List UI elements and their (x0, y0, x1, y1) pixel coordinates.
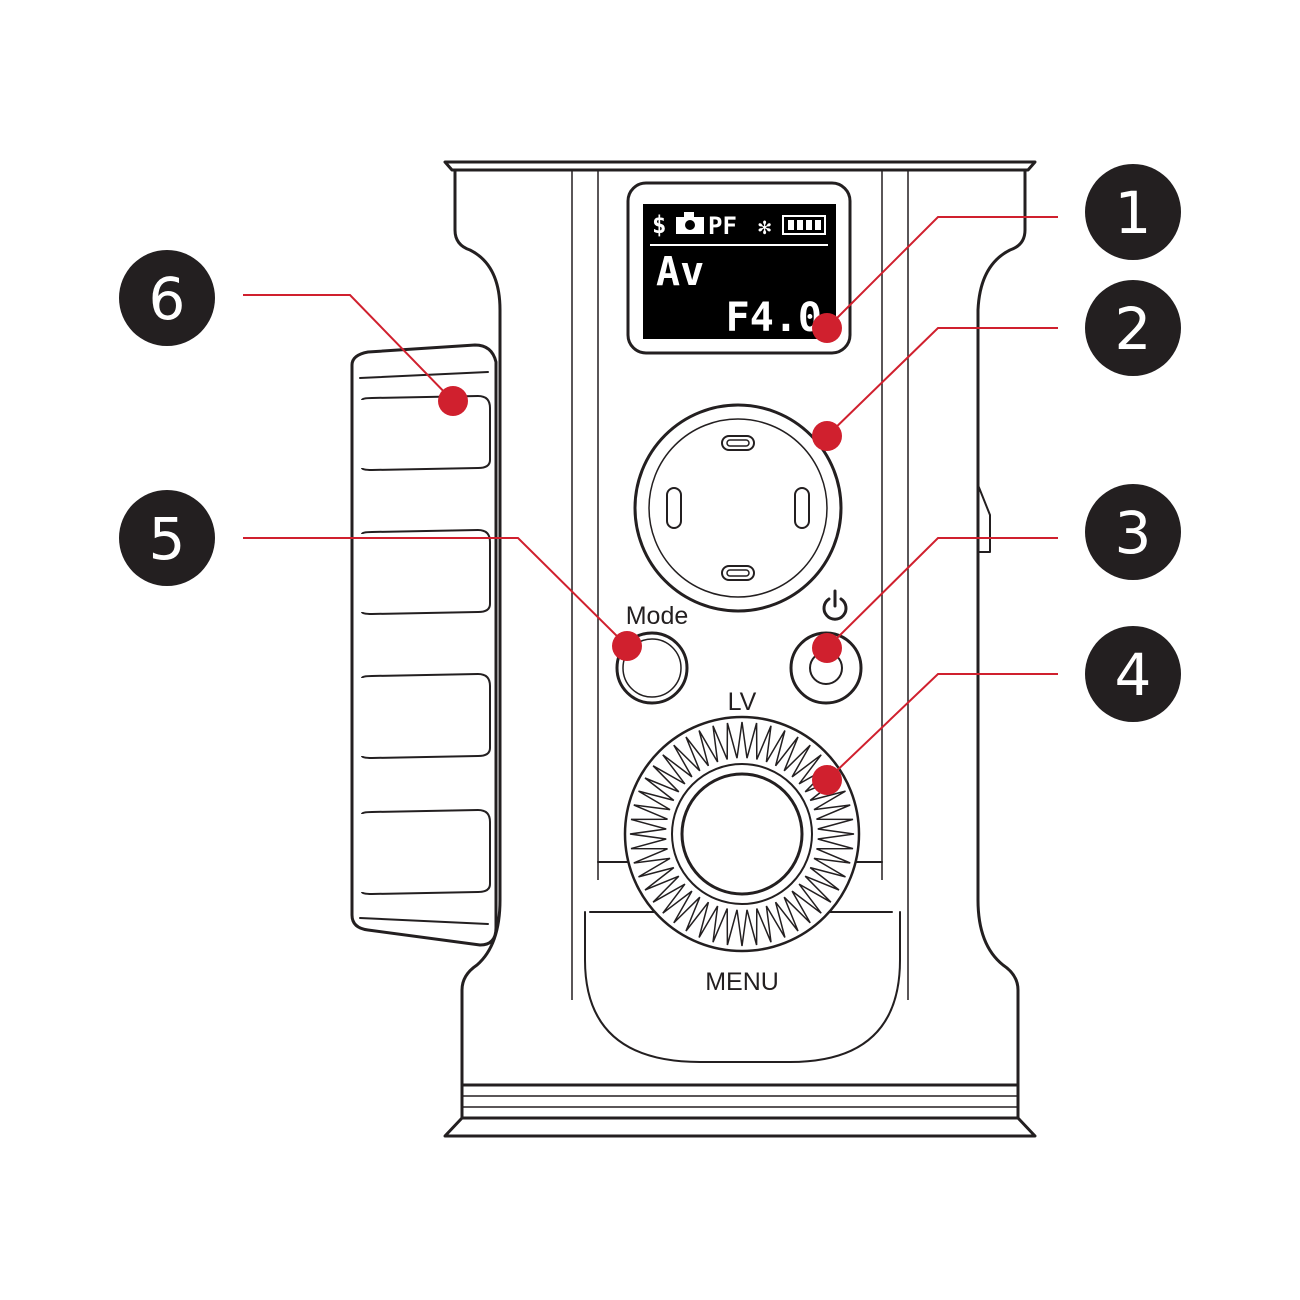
callout-dot-5 (612, 631, 642, 661)
pad-up-key[interactable] (721, 435, 755, 451)
leader-line-6 (243, 294, 454, 402)
leader-line-1 (826, 216, 1058, 329)
control-dial[interactable]: LV MENU (623, 688, 861, 996)
bluetooth-icon: ✻ (758, 215, 771, 240)
menu-label: MENU (705, 968, 779, 996)
dial-teeth (629, 721, 855, 947)
svg-text:4: 4 (1115, 641, 1152, 709)
leader-line-4 (826, 673, 1058, 781)
mode-readout: Av (656, 249, 704, 295)
camera-icon (676, 212, 704, 234)
callout-badges: 1 2 3 4 5 6 (119, 164, 1181, 722)
callout-lines (243, 216, 1058, 795)
pad-right-key[interactable] (794, 487, 810, 529)
leader-line-2 (826, 327, 1058, 437)
svg-text:5: 5 (149, 505, 186, 573)
callout-badge-4: 4 (1085, 626, 1181, 722)
callout-dot-3 (812, 633, 842, 663)
leader-line-5 (243, 537, 628, 647)
pad-left-key[interactable] (666, 487, 682, 529)
flash-icon: $ (652, 211, 666, 239)
svg-text:3: 3 (1115, 499, 1152, 567)
svg-text:2: 2 (1115, 295, 1152, 363)
display-screen: $ PF ✻ Av F4.0 (626, 181, 852, 355)
knob-rib (361, 528, 491, 616)
knob-rib (361, 672, 491, 760)
power-icon (822, 589, 848, 621)
battery-icon (782, 215, 826, 235)
callout-badge-2: 2 (1085, 280, 1181, 376)
mode-label: Mode (626, 602, 689, 630)
callout-dot-4 (812, 765, 842, 795)
knob-rib (361, 394, 491, 472)
leader-line-3 (826, 537, 1058, 649)
knob-rib (361, 808, 491, 896)
svg-text:1: 1 (1115, 179, 1152, 247)
power-button[interactable] (789, 589, 863, 705)
callout-badge-5: 5 (119, 490, 215, 586)
callout-dot-2 (812, 421, 842, 451)
callout-badge-1: 1 (1085, 164, 1181, 260)
side-knob[interactable] (350, 343, 498, 947)
callout-badge-6: 6 (119, 250, 215, 346)
aperture-readout: F4.0 (726, 295, 822, 341)
pf-icon: PF (708, 212, 737, 240)
callout-badge-3: 3 (1085, 484, 1181, 580)
device-body (443, 160, 1037, 1138)
lv-label: LV (728, 688, 757, 716)
svg-text:6: 6 (149, 265, 186, 333)
pad-down-key[interactable] (721, 565, 755, 581)
callout-dot-1 (812, 313, 842, 343)
callout-dot-6 (438, 386, 468, 416)
four-way-pad[interactable] (633, 403, 843, 613)
